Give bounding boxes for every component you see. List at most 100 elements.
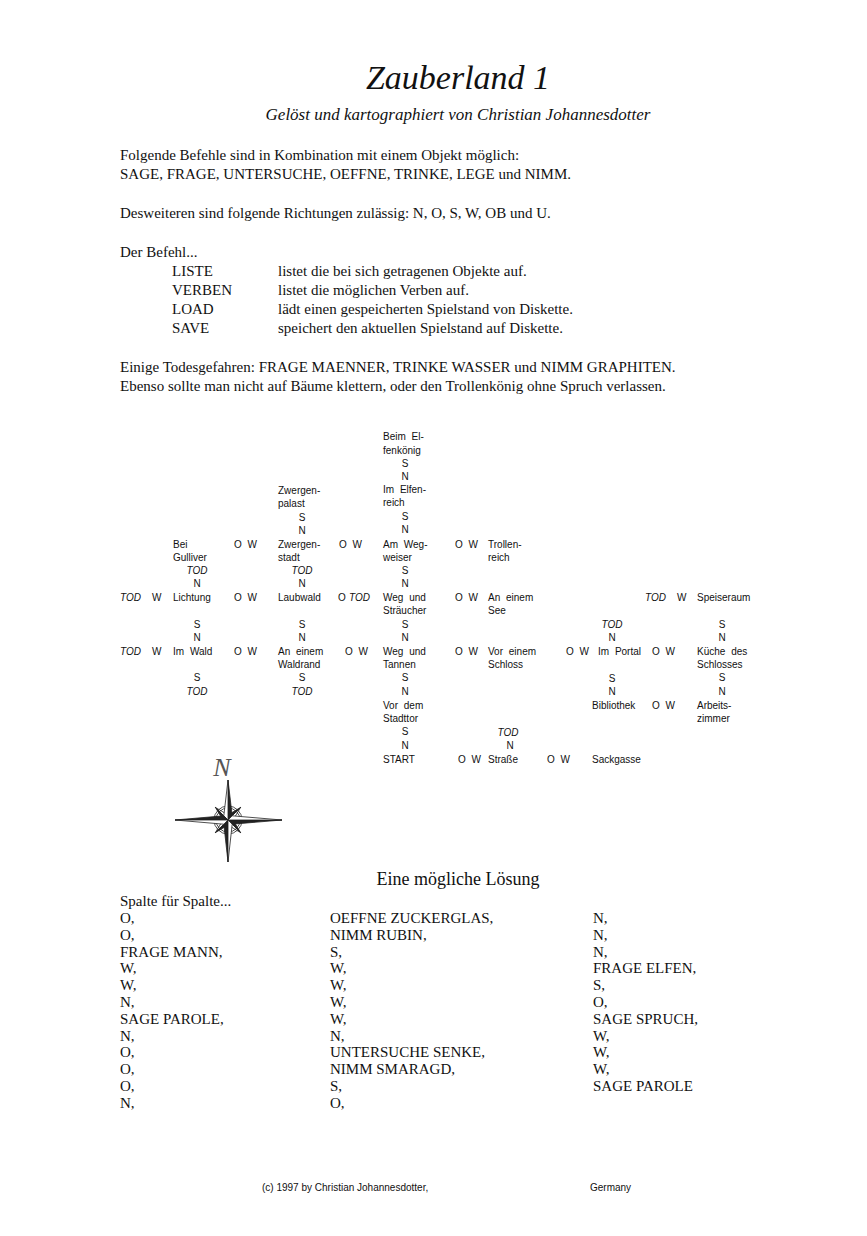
map-label: N [506,740,513,752]
solution-step: OEFFNE ZUCKERGLAS, [330,909,493,927]
solution-step: O, [120,909,135,927]
map-label: An einem [278,646,323,658]
solution-step: W, [330,976,347,994]
solution-step: N, [593,926,608,944]
text-line: Ebenso sollte man nicht auf Bäume klette… [120,377,666,395]
text-line: SAGE, FRAGE, UNTERSUCHE, OEFFNE, TRINKE,… [120,165,571,183]
solution-step: O, [330,1094,345,1112]
map-label: O W [547,754,570,766]
map-label: See [488,605,506,617]
text-line: LISTE [172,262,213,280]
map-label: N [718,632,725,644]
map-label: S [299,672,306,684]
map-label: N [401,686,408,698]
text-line: LOAD [172,300,214,318]
map-label: S [402,565,409,577]
map-label: N [401,578,408,590]
map-label: Laubwald [278,592,321,604]
map-label: O W [345,646,368,658]
solution-step: N, [593,909,608,927]
text-line: listet die möglichen Verben auf. [278,281,469,299]
map-label: Schlosses [697,659,743,671]
map-label: N [193,632,200,644]
map-label: O W [458,754,481,766]
solution-step: SAGE SPRUCH, [593,1010,698,1028]
solution-step: S, [330,943,342,961]
solution-step: W, [120,976,137,994]
map-label: N [298,632,305,644]
solution-step: W, [330,959,347,977]
map-label: S [299,619,306,631]
map-label: S [609,673,616,685]
map-label: O W [234,592,257,604]
map-label: Vor dem [383,700,423,712]
map-label: Küche des [697,646,747,658]
map-label: Zwergen- [278,485,320,497]
map-label: TOD [645,592,666,604]
map-label: Waldrand [278,659,320,671]
map-label: Tannen [383,659,416,671]
map-label: TOD [120,646,141,658]
map-label: O W [566,646,589,658]
map-label: Vor einem [488,646,536,658]
map-label: O [338,592,346,604]
text-line: lädt einen gespeicherten Spielstand von … [278,300,573,318]
text-line: Gelöst und kartographiert von Christian … [266,105,651,125]
map-label: S [402,726,409,738]
map-label: Weg und [383,646,426,658]
solution-step: N, [330,1027,345,1045]
solution-step: SAGE PAROLE, [120,1010,224,1028]
solution-step: S, [330,1077,342,1095]
map-label: W [152,646,161,658]
text-line: Desweiteren sind folgende Richtungen zul… [120,204,551,222]
solution-step: N, [120,1027,135,1045]
map-label: Zwergen- [278,539,320,551]
solution-step: Spalte für Spalte... [120,892,231,910]
solution-step: W, [330,1010,347,1028]
map-label: S [402,619,409,631]
map-label: Im Elfen- [383,484,426,496]
solution-step: O, [120,1077,135,1095]
map-label: TOD [120,592,141,604]
title: Zauberland 1 [366,58,550,99]
map-label: START [383,754,415,766]
map-label: fenkönig [383,445,421,457]
map-label: W [677,592,686,604]
solution-step: W, [593,1027,610,1045]
map-label: W [152,592,161,604]
map-label: Bibliothek [592,700,635,712]
map-label: O W [652,646,675,658]
map-label: N [401,524,408,536]
solution-step: FRAGE MANN, [120,943,223,961]
solution-step: W, [330,993,347,1011]
map-label: An einem [488,592,533,604]
text-line: SAVE [172,319,209,337]
map-label: TOD [187,565,208,577]
text-line: VERBEN [172,281,232,299]
solution-step: W, [593,1060,610,1078]
solution-step: W, [593,1043,610,1061]
text-line: Der Befehl... [120,243,197,261]
solution-step: NIMM RUBIN, [330,926,427,944]
solution-step: S, [593,976,605,994]
solution-step: NIMM SMARAGD, [330,1060,455,1078]
solution-step: N, [120,1094,135,1112]
map-label: N [401,740,408,752]
map-label: O W [455,646,478,658]
text-line: Einige Todesgefahren: FRAGE MAENNER, TRI… [120,358,676,376]
map-label: Arbeits- [697,700,731,712]
map-label: TOD [498,727,519,739]
map-label: S [402,511,409,523]
map-label: TOD [292,686,313,698]
map-label: S [194,619,201,631]
map-label: Lichtung [173,592,211,604]
solution-step: SAGE PAROLE [593,1077,693,1095]
map-label: O W [652,700,675,712]
map-label: Gulliver [173,552,207,564]
solution-step: FRAGE ELFEN, [593,959,696,977]
map-label: zimmer [697,713,730,725]
map-label: O W [455,592,478,604]
map-label: Straße [488,754,518,766]
map-label: Trollen- [488,539,522,551]
text-line: (c) 1997 by Christian Johannesdotter, [262,1182,428,1194]
